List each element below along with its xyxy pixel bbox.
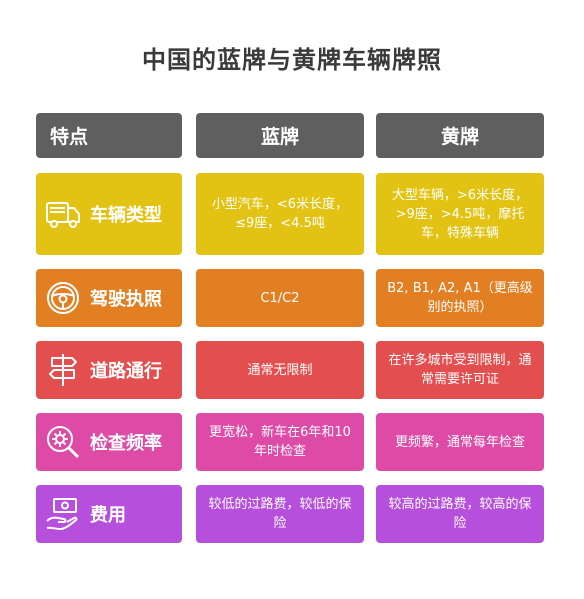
header-feature: 特点 [36, 113, 182, 158]
row-label-vehicle-type: 车辆类型 [36, 173, 182, 255]
hand-money-icon [44, 495, 82, 533]
header-yellow: 黄牌 [376, 113, 544, 158]
row-label-road-access: 道路通行 [36, 341, 182, 399]
cell-text: 更宽松，新车在6年和10年时检查 [209, 425, 351, 459]
cell-yellow-inspection: 更频繁，通常每年检查 [376, 413, 544, 471]
row-label-inspection: 检查频率 [36, 413, 182, 471]
cell-text: 较高的过路费，较高的保险 [388, 497, 532, 531]
row-label-text: 费用 [90, 505, 126, 526]
cell-text: B2, B1, A2, A1（更高级别的执照） [387, 281, 533, 315]
cell-text: C1/C2 [260, 290, 300, 306]
signpost-icon [44, 351, 82, 389]
magnifier-gear-icon [44, 423, 82, 461]
cell-yellow-vehicle-type: 大型车辆，>6米长度，>9座，>4.5吨，摩托车，特殊车辆 [376, 173, 544, 255]
cell-blue-inspection: 更宽松，新车在6年和10年时检查 [196, 413, 364, 471]
row-label-text: 检查频率 [90, 433, 162, 454]
row-label-text: 车辆类型 [90, 205, 162, 226]
row-label-license: 驾驶执照 [36, 269, 182, 327]
steering-wheel-icon [44, 279, 82, 317]
cell-text: 通常无限制 [247, 362, 313, 378]
row-label-text: 驾驶执照 [90, 289, 162, 310]
row-label-cost: 费用 [36, 485, 182, 543]
cell-text: 小型汽车，<6米长度，≤9座，<4.5吨 [211, 197, 349, 231]
cell-blue-vehicle-type: 小型汽车，<6米长度，≤9座，<4.5吨 [196, 173, 364, 255]
cell-yellow-road-access: 在许多城市受到限制，通常需要许可证 [376, 341, 544, 399]
cell-text: 更频繁，通常每年检查 [394, 434, 525, 450]
cell-blue-cost: 较低的过路费，较低的保险 [196, 485, 364, 543]
truck-icon [44, 195, 82, 233]
row-label-text: 道路通行 [90, 361, 162, 382]
cell-yellow-cost: 较高的过路费，较高的保险 [376, 485, 544, 543]
cell-text: 大型车辆，>6米长度，>9座，>4.5吨，摩托车，特殊车辆 [391, 187, 529, 241]
cell-text: 在许多城市受到限制，通常需要许可证 [388, 353, 532, 387]
page-title: 中国的蓝牌与黄牌车辆牌照 [142, 46, 442, 74]
header-blue: 蓝牌 [196, 113, 364, 158]
cell-blue-road-access: 通常无限制 [196, 341, 364, 399]
cell-blue-license: C1/C2 [196, 269, 364, 327]
cell-text: 较低的过路费，较低的保险 [208, 497, 352, 531]
cell-yellow-license: B2, B1, A2, A1（更高级别的执照） [376, 269, 544, 327]
